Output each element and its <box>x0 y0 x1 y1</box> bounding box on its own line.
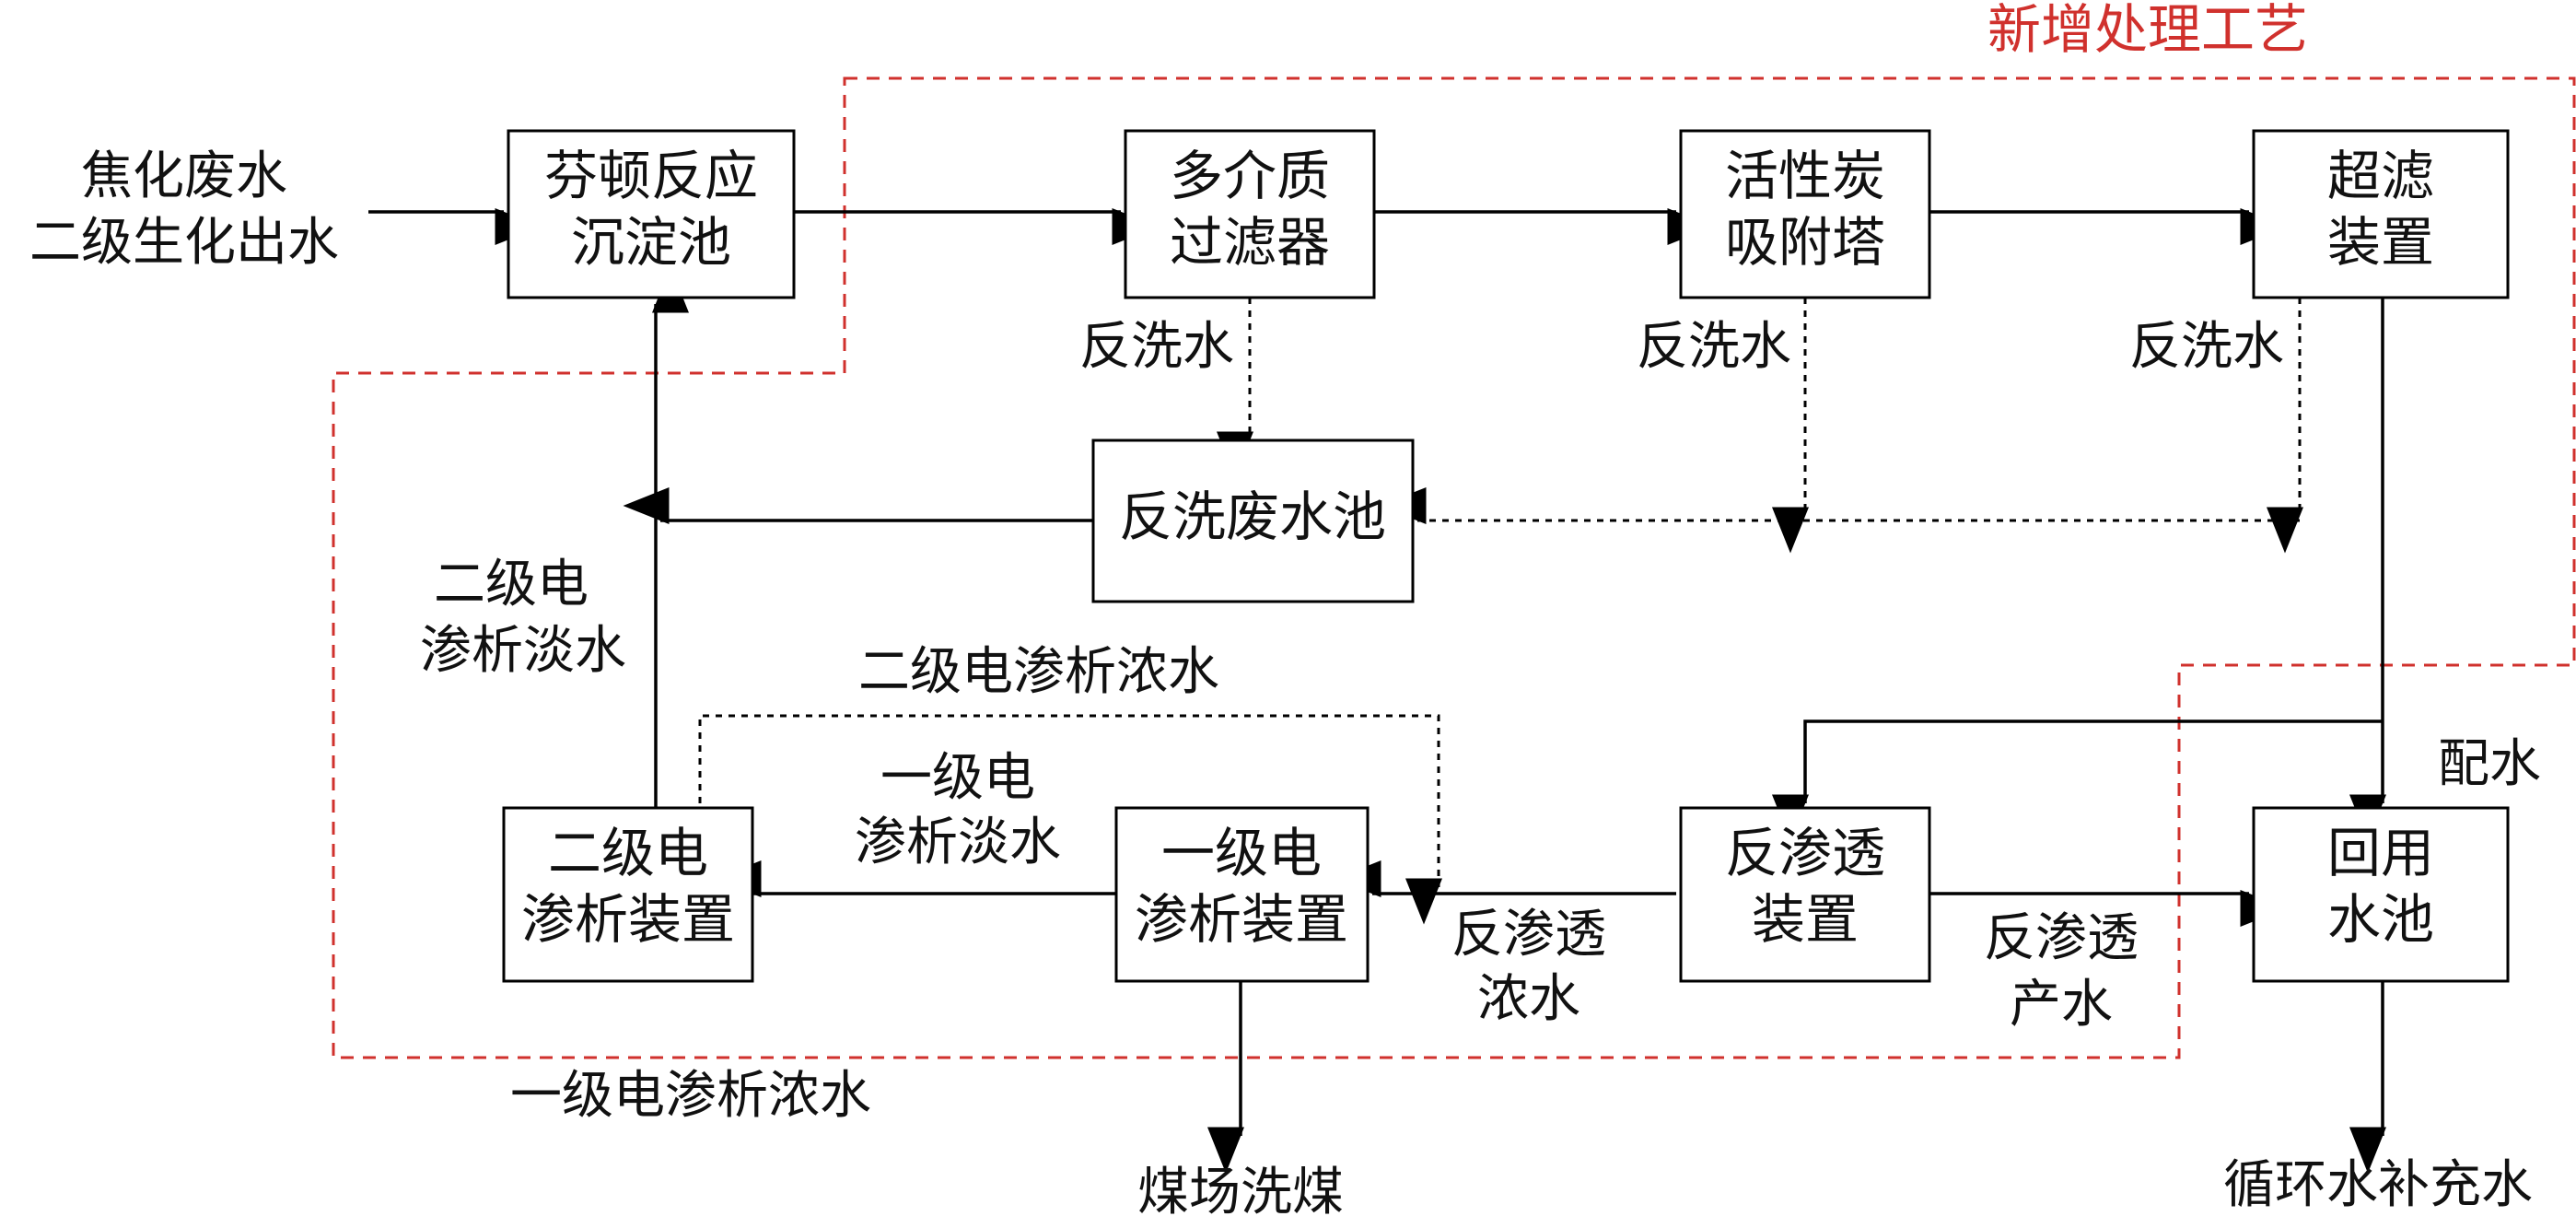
node-carbon-line2: 吸附塔 <box>1725 211 1885 274</box>
node-ed2-line1: 二级电 <box>548 822 708 884</box>
node-reuse-line2: 水池 <box>2327 888 2434 951</box>
label-ro-conc-line1: 反渗透 <box>1451 905 1606 965</box>
label-ed2-fresh-line1: 二级电 <box>434 555 589 614</box>
node-fenton-line1: 芬顿反应 <box>544 145 758 207</box>
node-ed1-line2: 渗析装置 <box>1135 888 1348 951</box>
label-ed1-concentrate: 一级电渗析浓水 <box>510 1066 871 1126</box>
node-carbon-line1: 活性炭 <box>1725 145 1885 207</box>
label-backwash-carbon: 反洗水 <box>1637 317 1791 377</box>
node-ro-line2: 装置 <box>1752 888 1859 951</box>
node-ultrafiltration: 超滤 装置 <box>2252 129 2510 299</box>
new-process-region <box>332 76 2576 1059</box>
region-title: 新增处理工艺 <box>1987 0 2308 61</box>
node-reuse-pool: 回用 水池 <box>2252 806 2510 983</box>
label-ed2-concentrate: 二级电渗析浓水 <box>858 642 1219 702</box>
label-ed1-fresh: 一级电 渗析淡水 <box>855 748 1061 872</box>
node-ed2: 二级电 渗析装置 <box>502 806 754 983</box>
label-ed1-fresh-line1: 一级电 <box>880 748 1035 808</box>
label-ro-conc-line2: 浓水 <box>1477 969 1580 1029</box>
label-backwash-uf: 反洗水 <box>2129 317 2284 377</box>
label-ed2-fresh-line2: 渗析淡水 <box>420 621 626 681</box>
label-ro-concentrate: 反渗透 浓水 <box>1451 905 1606 1029</box>
label-ro-product: 反渗透 产水 <box>1984 908 2139 1035</box>
node-uf-line1: 超滤 <box>2327 145 2434 207</box>
node-activated-carbon: 活性炭 吸附塔 <box>1679 129 1931 299</box>
node-backwash-tank-label: 反洗废水池 <box>1119 485 1386 548</box>
label-backwash-multimedia: 反洗水 <box>1079 317 1234 377</box>
node-multimedia-filter: 多介质 过滤器 <box>1124 129 1376 299</box>
node-ro-line1: 反渗透 <box>1725 822 1885 884</box>
node-multimedia-line2: 过滤器 <box>1170 211 1330 274</box>
node-multimedia-line1: 多介质 <box>1170 145 1330 207</box>
label-ed1-fresh-line2: 渗析淡水 <box>855 813 1061 872</box>
node-reverse-osmosis: 反渗透 装置 <box>1679 806 1931 983</box>
label-mixing: 配水 <box>2438 734 2541 794</box>
node-uf-line2: 装置 <box>2327 211 2434 274</box>
label-coal-wash: 煤场洗煤 <box>1137 1163 1344 1222</box>
label-input-line1: 焦化废水 <box>81 146 287 206</box>
node-ed1-line1: 一级电 <box>1161 822 1322 884</box>
node-fenton: 芬顿反应 沉淀池 <box>507 129 796 299</box>
label-input-line2: 二级生化出水 <box>29 213 339 273</box>
arrow-uf-to-ro <box>1772 719 2383 841</box>
label-ro-product-line2: 产水 <box>2010 975 2113 1035</box>
node-backwash-tank: 反洗废水池 <box>1091 439 1415 603</box>
label-makeup-water: 循环水补充水 <box>2223 1155 2533 1215</box>
arrow-ed2-concentrate <box>698 714 1442 925</box>
label-ed2-fresh: 二级电 渗析淡水 <box>420 555 626 681</box>
node-ed2-line2: 渗析装置 <box>521 888 735 951</box>
node-ed1: 一级电 渗析装置 <box>1114 806 1370 983</box>
node-fenton-line2: 沉淀池 <box>571 211 731 274</box>
label-ro-product-line1: 反渗透 <box>1984 908 2139 968</box>
node-reuse-line1: 回用 <box>2327 822 2434 884</box>
label-input: 焦化废水 二级生化出水 <box>29 146 339 273</box>
